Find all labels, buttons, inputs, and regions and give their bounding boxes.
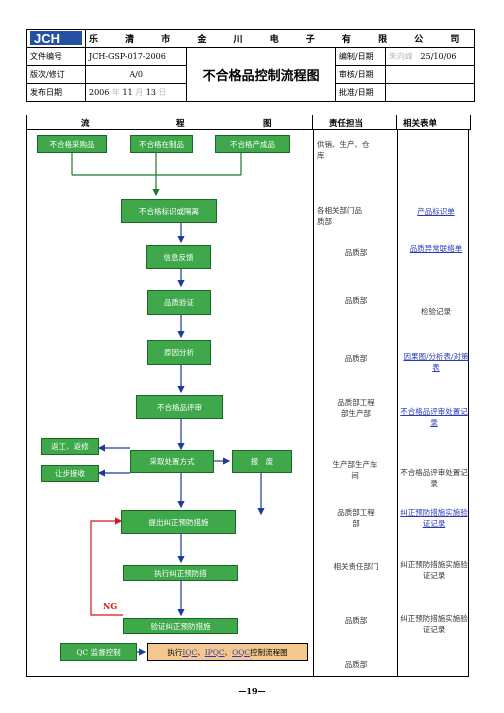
flow-scrap: 报 废 [232,450,292,473]
document-title: 不合格品控制流程图 [186,47,336,102]
ipqc-link[interactable]: IPQC [204,647,225,657]
doc-no: JCH-GSP-017-2006 [84,47,188,66]
form-corrective-propose[interactable]: 纠正预防措施实施验证记录 [400,508,468,528]
issue-date: 2006 年 11 月 13 日 [84,83,188,102]
approve-value [384,83,476,102]
resp-check: 品质部 [344,616,368,625]
prepare-date: 25/10/06 [420,52,457,61]
form-corrective-execute: 纠正预防措施实施验证记录 [400,560,468,580]
version: A/0 [84,65,188,84]
flow-body: 不合格采购品 不合格在制品 不合格产成品 不合格标识或隔离 信息反馈 品质验证 … [26,129,469,677]
divider-responsible [313,129,314,676]
form-review-record[interactable]: 不合格品评审处置记录 [400,407,468,427]
flow-nonconforming-review: 不合格品评审 [136,395,223,419]
header-table: JCH 乐 清 市 金 川 电 子 有 限 公 司 文件编号 JCH-GSP-0… [26,29,476,102]
prepare-label: 编制/日期 [334,47,386,66]
resp-feedback: 品质部 [344,248,368,257]
resp-qc: 品质部 [344,660,368,669]
flow-identify-isolate: 不合格标识或隔离 [121,199,217,223]
resp-identify: 各相关部门品质部 [317,206,362,226]
resp-verify: 品质部 [344,296,368,305]
flow-concession: 让步接收 [41,465,99,482]
issue-label: 发布日期 [26,83,86,102]
jch-logo: JCH [30,30,82,46]
col-forms: 相关表单 [403,119,438,129]
flow-nonconforming-purchase: 不合格采购品 [37,135,107,153]
approve-label: 批准/日期 [334,83,386,102]
resp-propose: 品质部工程部 [337,508,375,528]
divider-forms [397,129,398,676]
logo-cell: JCH [26,29,86,48]
page-number: —19— [238,686,266,696]
flow-qc-supervision: QC 监督控制 [60,643,137,661]
version-label: 版次/修订 [26,65,86,84]
flow-info-feedback: 信息反馈 [146,245,211,269]
flow-propose-corrective: 提出纠正预防措施 [121,510,236,534]
flow-rework: 返工、返修 [41,438,99,455]
flow-nonconforming-wip: 不合格在制品 [130,135,193,153]
col-flow-2: 程 [176,119,185,129]
resp-execute: 相关责任部门 [333,562,379,571]
flow-quality-verify: 品质验证 [147,290,211,315]
col-responsible: 责任担当 [329,119,364,129]
form-product-id[interactable]: 产品标识单 [417,207,455,216]
col-flow-1: 流 [81,119,90,129]
flow-execute-corrective: 执行纠正预防措 [123,565,238,581]
resp-analysis: 品质部 [344,354,368,363]
form-disposal-record: 不合格品评审处置记录 [400,468,468,488]
form-quality-anomaly[interactable]: 品质异常联络单 [409,244,463,253]
col-divider-b [396,115,397,129]
logo-text: JCH [34,31,60,45]
col-flow-3: 图 [263,119,272,129]
flow-verify-corrective: 验证纠正预防措施 [123,618,238,634]
company-name: 乐 清 市 金 川 电 子 有 限 公 司 [84,29,476,48]
iqc-link[interactable]: IQC [182,647,198,657]
flow-nonconforming-finished: 不合格产成品 [215,135,290,153]
column-header-row: 流 程 图 责任担当 相关表单 [26,115,471,130]
review-value [384,65,476,84]
flow-connectors [71,153,265,656]
ng-label: NG [103,601,118,611]
review-label: 审核/日期 [334,65,386,84]
flow-disposal-method: 采取处置方式 [130,450,214,473]
resp-disposal: 生产部生产车间 [332,460,378,480]
prepare-name: 朱向峰 [388,52,413,61]
form-cause-effect[interactable]: 因果图/分析表/对策表 [403,352,469,372]
oqc-link[interactable]: OQC [232,647,251,657]
document-page: JCH 乐 清 市 金 川 电 子 有 限 公 司 文件编号 JCH-GSP-0… [26,29,476,677]
resp-purchase: 供销、生产、仓库 [317,140,370,160]
form-corrective-verify: 纠正预防措施实施验证记录 [400,614,468,634]
prepare-value: 朱向峰 25/10/06 [384,47,476,66]
doc-no-label: 文件编号 [26,47,86,66]
form-inspection-record: 检验记录 [421,307,451,316]
col-divider-a [312,115,313,129]
flow-cause-analysis: 原因分析 [147,340,211,365]
resp-review: 品质部工程部生产部 [337,398,375,418]
